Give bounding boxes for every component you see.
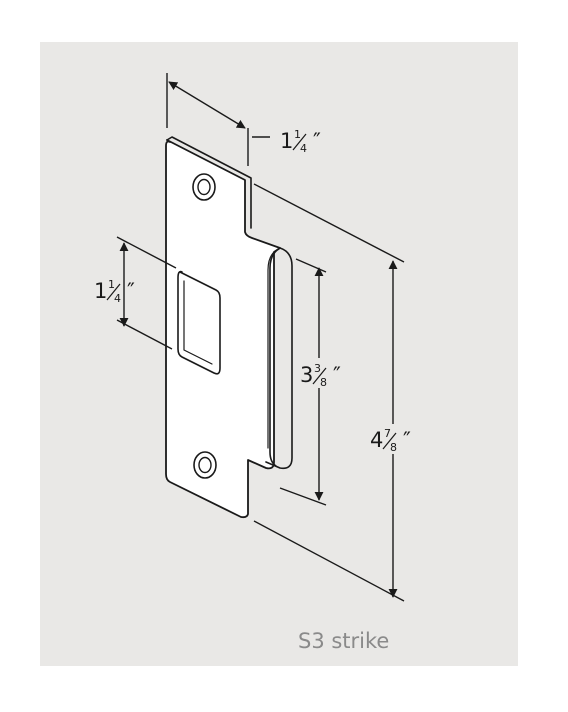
plate-thickness-top xyxy=(166,136,252,229)
dim-height-label-bg xyxy=(368,424,426,454)
screw-hole-bottom xyxy=(193,451,217,479)
figure-caption: S3 strike xyxy=(298,629,389,653)
dim-width-den: 4 xyxy=(300,142,307,155)
dim-lip-unit: ″ xyxy=(333,363,341,387)
dim-lip-den: 8 xyxy=(320,376,327,389)
dim-opening-num: 1 xyxy=(108,278,115,291)
strike-lip xyxy=(265,247,293,470)
dim-lip-label-bg xyxy=(296,358,362,388)
latch-opening-inner xyxy=(183,280,213,365)
lip-edge xyxy=(267,251,275,449)
dim-opening-whole: 1 xyxy=(94,279,107,303)
dim-width-num: 1 xyxy=(294,128,301,141)
dim-height-unit: ″ xyxy=(403,428,411,452)
dim-opening-unit: ″ xyxy=(127,279,135,303)
latch-opening xyxy=(177,270,221,375)
dim-height-whole: 4 xyxy=(370,428,383,452)
dim-width-unit: ″ xyxy=(313,129,321,153)
dim-height-num: 7 xyxy=(384,427,391,440)
dimension-opening xyxy=(116,236,177,350)
dim-lip-num: 3 xyxy=(314,362,321,375)
dim-lip-whole: 3 xyxy=(300,363,313,387)
dim-height-den: 8 xyxy=(390,441,397,454)
screw-hole-top xyxy=(192,173,216,201)
dim-width-whole: 1 xyxy=(280,129,293,153)
drawing-panel xyxy=(40,42,518,666)
plate-face-outline xyxy=(165,139,281,519)
dimension-width xyxy=(166,73,270,166)
strike-plate xyxy=(165,136,293,519)
dim-opening-den: 4 xyxy=(114,292,121,305)
